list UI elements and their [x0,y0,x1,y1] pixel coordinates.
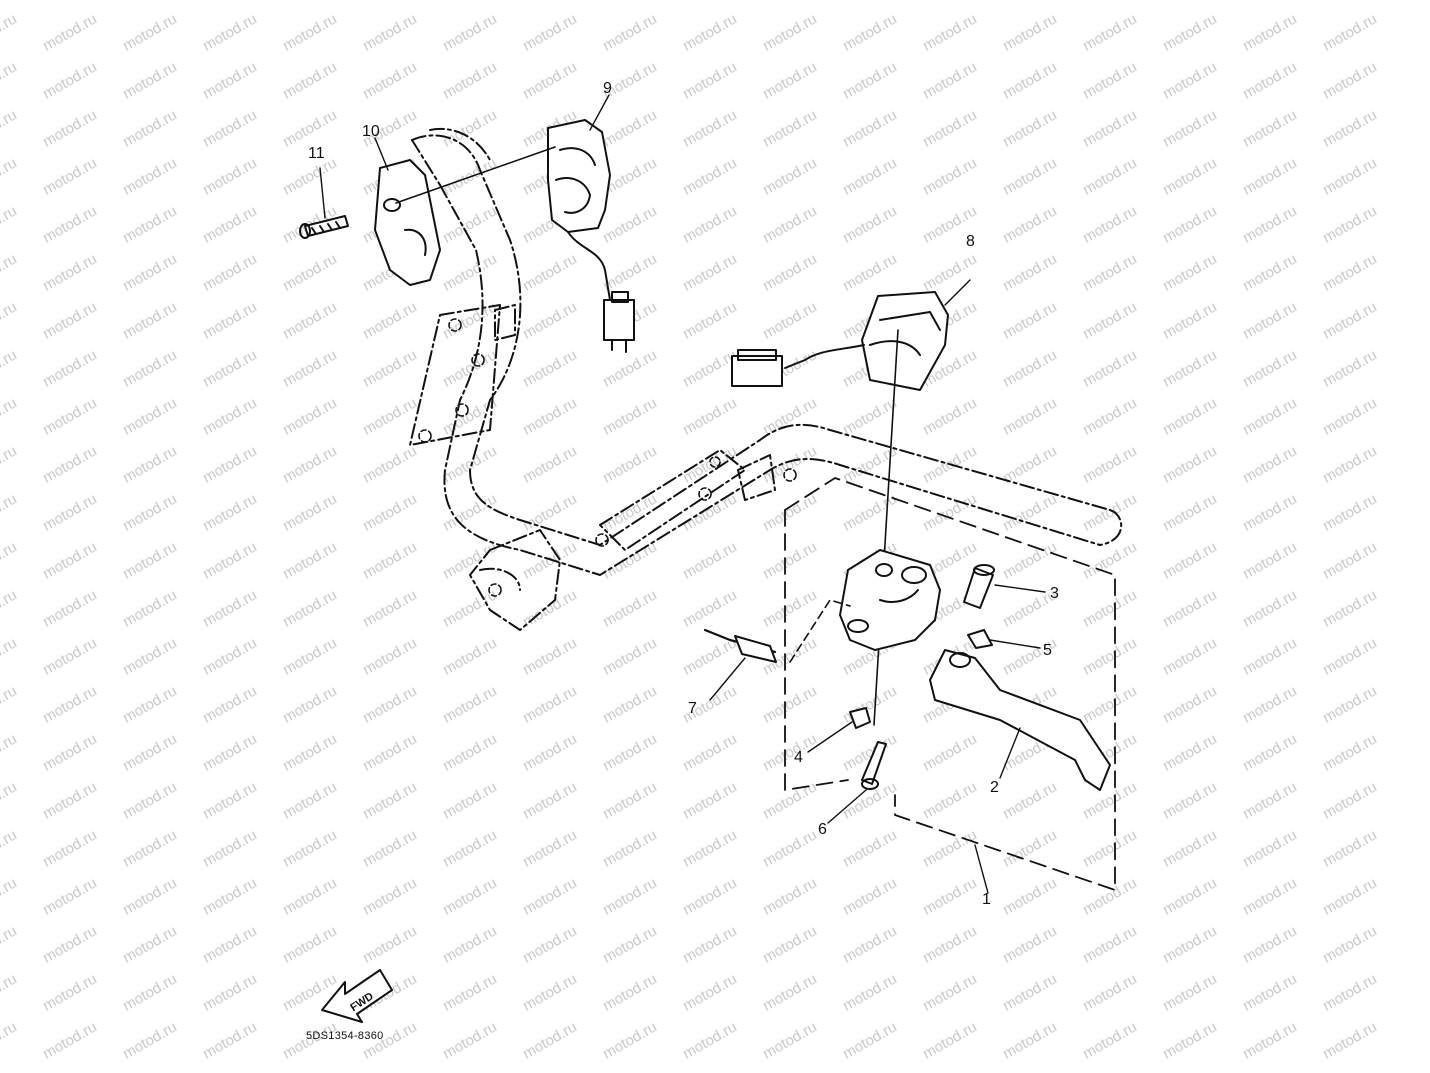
callout-9: 9 [603,80,612,97]
lever-2 [929,649,1111,791]
lever-bracket [839,549,941,651]
callout-4: 4 [794,749,803,766]
callout-7: 7 [688,700,697,717]
pivot-bolt-3 [963,564,995,609]
callout-8: 8 [966,233,975,250]
nut-4 [849,707,871,729]
lever-assembly-box [784,477,1116,891]
bushing-5 [967,629,993,649]
switch-housing-right [547,119,635,353]
callout-1: 1 [982,891,991,908]
callout-11: 11 [308,145,325,162]
switch-7 [703,599,851,663]
switch-housing-left [731,291,949,391]
callout-3: 3 [1050,585,1059,602]
screw-11 [299,215,349,239]
handlebar-outline [409,127,1123,631]
bolt-6 [861,741,887,790]
callout-2: 2 [990,779,999,796]
diagram-code: 5DS1354-8360 [306,1030,384,1042]
callout-6: 6 [818,821,827,838]
switch-housing-lower [374,159,441,286]
fwd-arrow [321,969,393,1023]
callout-10: 10 [362,123,380,140]
callout-5: 5 [1043,642,1052,659]
